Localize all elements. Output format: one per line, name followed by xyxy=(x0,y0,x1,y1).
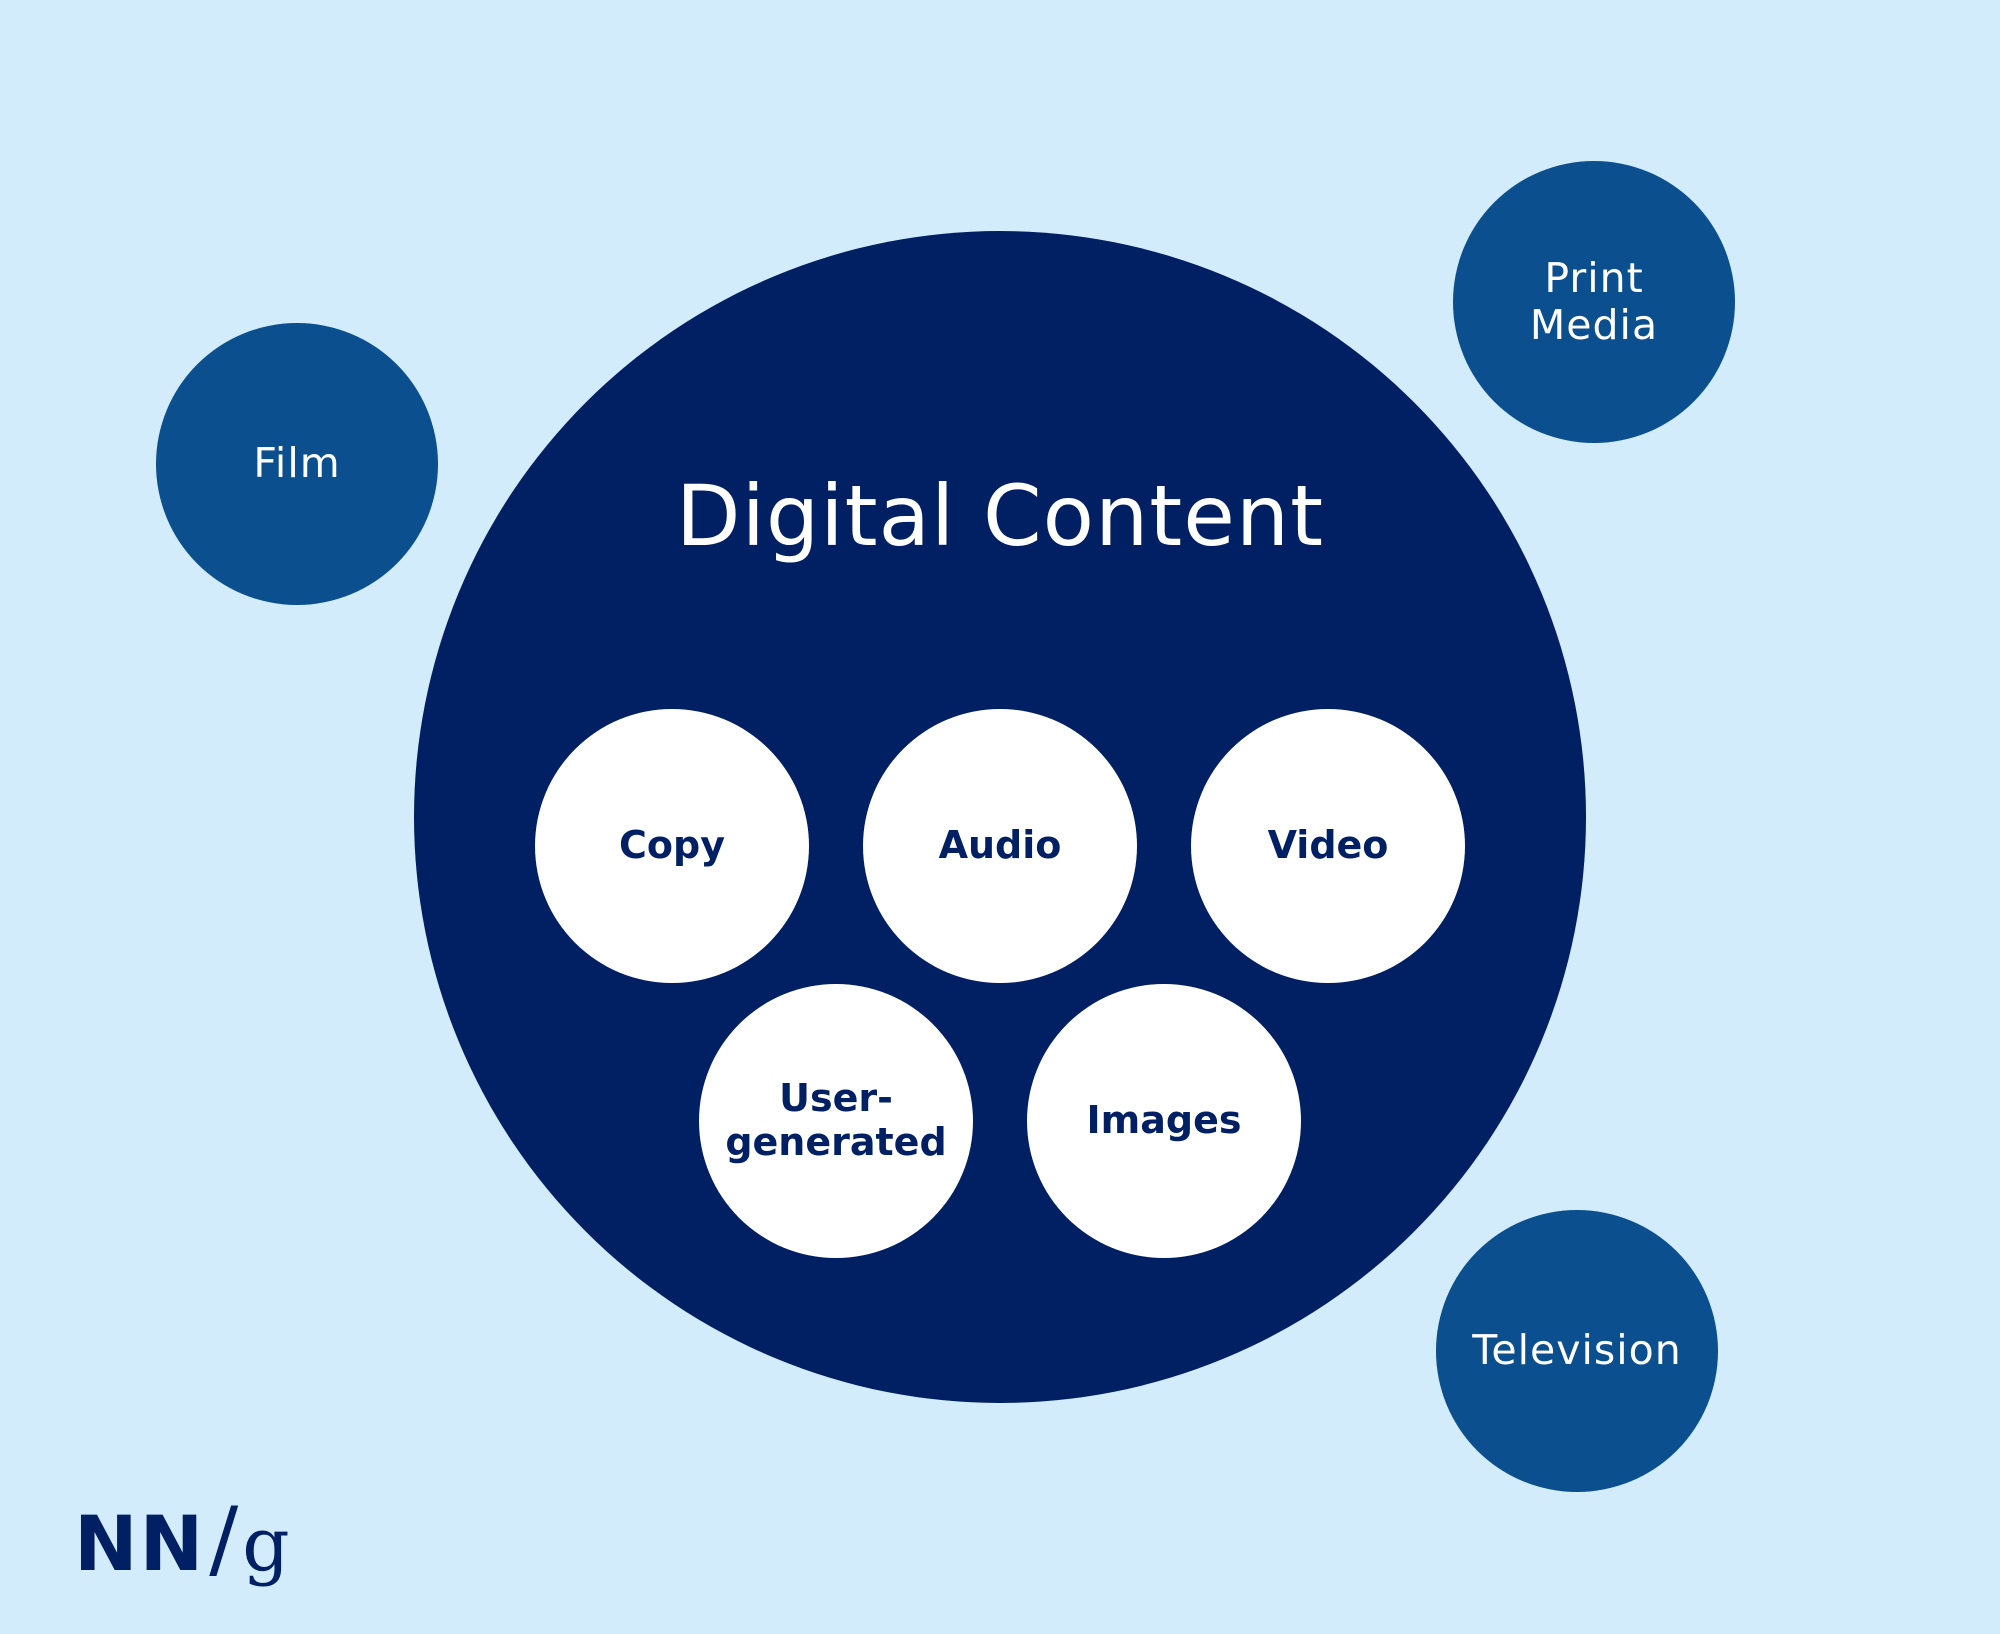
circle-copy-label: Copy xyxy=(619,823,725,868)
circle-print-media-label: Print Media xyxy=(1529,253,1659,349)
logo-nn-text: NN xyxy=(74,1499,206,1588)
circle-user-generated-label: User- generated xyxy=(725,1076,947,1164)
circle-television: Television xyxy=(1436,1210,1718,1492)
circle-images-label: Images xyxy=(1086,1098,1242,1143)
circle-video: Video xyxy=(1191,709,1465,983)
circle-television-label: Television xyxy=(1472,1326,1682,1375)
circle-film-label: Film xyxy=(253,439,341,488)
logo-slash-text: / xyxy=(209,1489,239,1589)
nng-logo: NN / g xyxy=(74,1492,290,1582)
digital-content-title: Digital Content xyxy=(675,467,1325,565)
circle-audio: Audio xyxy=(863,709,1137,983)
logo-g-text: g xyxy=(242,1502,290,1588)
circle-user-generated: User- generated xyxy=(699,984,973,1258)
circle-images: Images xyxy=(1027,984,1301,1258)
circle-film: Film xyxy=(156,323,438,605)
circle-video-label: Video xyxy=(1267,823,1389,868)
circle-audio-label: Audio xyxy=(938,823,1062,868)
circle-print-media: Print Media xyxy=(1453,161,1735,443)
circle-copy: Copy xyxy=(535,709,809,983)
